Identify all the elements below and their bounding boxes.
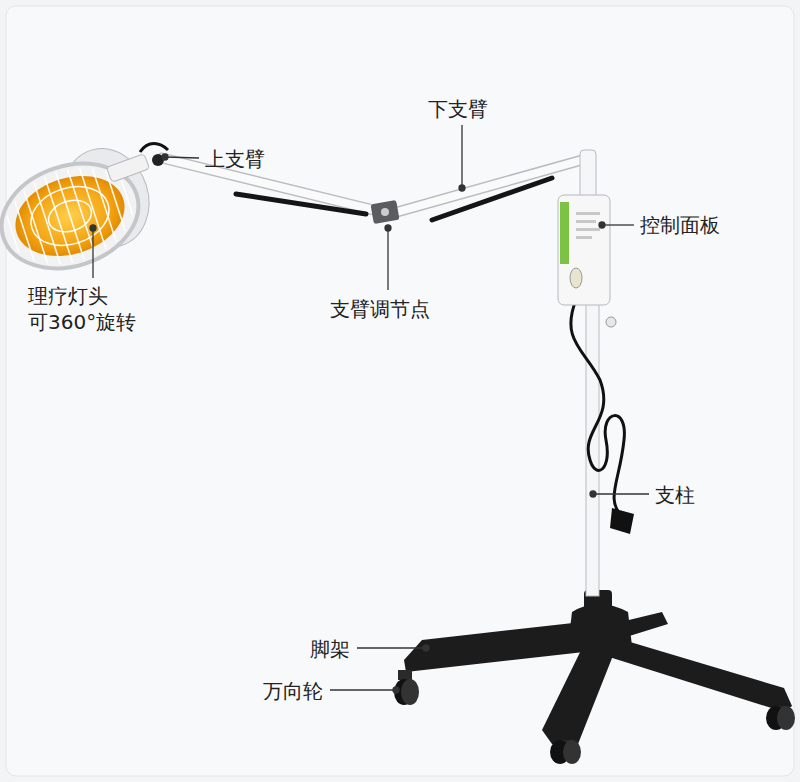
part-label: 万向轮 xyxy=(263,678,323,704)
plug xyxy=(610,508,634,534)
part-label: 支臂调节点 xyxy=(330,296,430,322)
arm-joint xyxy=(370,200,399,224)
pole-head xyxy=(580,150,596,200)
part-label: 上支臂 xyxy=(205,146,265,172)
power-cord xyxy=(571,300,625,516)
upper-arm xyxy=(162,158,382,212)
control-box xyxy=(558,195,610,305)
part-label: 支柱 xyxy=(655,482,695,508)
lamp-head xyxy=(0,137,163,285)
pole-knob xyxy=(606,317,616,327)
upper-arm-rod xyxy=(236,194,366,214)
upper-arm-face xyxy=(162,158,382,212)
lower-arm xyxy=(390,160,582,214)
panel-ground xyxy=(6,6,794,776)
lower-arm-face xyxy=(390,160,582,214)
part-label: 理疗灯头 可360°旋转 xyxy=(28,283,158,335)
tripod-base xyxy=(404,590,792,744)
lower-arm-rod xyxy=(432,178,552,220)
lamp-neck xyxy=(106,144,168,183)
part-label: 下支臂 xyxy=(428,96,488,122)
caster-wheels xyxy=(394,670,795,764)
leader-lines xyxy=(90,125,649,693)
part-label: 脚架 xyxy=(310,636,350,662)
part-label: 控制面板 xyxy=(640,212,720,238)
